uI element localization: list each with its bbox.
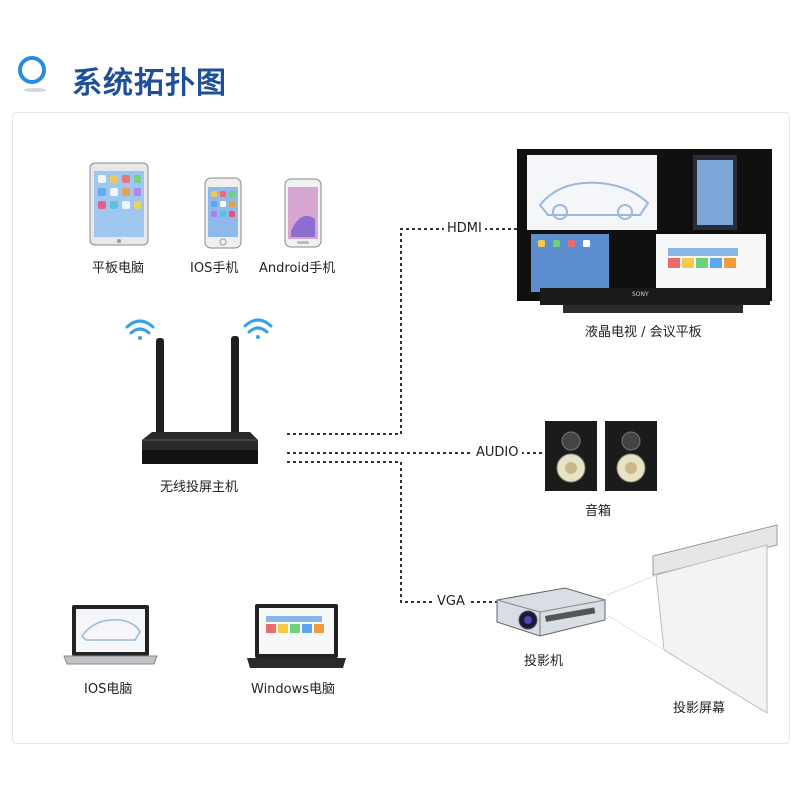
speakers-icon [545, 421, 657, 491]
wifi-right-icon [243, 318, 273, 339]
wifi-left-icon [125, 319, 155, 340]
projector-icon [496, 587, 606, 637]
tablet-icon [89, 162, 149, 246]
tv-label: 液晶电视 / 会议平板 [585, 325, 702, 340]
projection-screen-icon [606, 524, 778, 714]
windows-laptop-label: Windows电脑 [251, 682, 336, 697]
page-title: 系统拓扑图 [72, 66, 227, 101]
screen-label: 投影屏幕 [673, 701, 726, 716]
host-router-icon [125, 318, 273, 464]
ios-phone-icon [204, 177, 242, 249]
tv-brand: SONY [632, 291, 649, 298]
title-icon-shadow [24, 88, 46, 92]
host-label: 无线投屏主机 [160, 480, 239, 495]
tablet-label: 平板电脑 [92, 261, 145, 276]
ios-laptop-icon [63, 605, 158, 665]
projector-label: 投影机 [524, 654, 564, 669]
android-phone-label: Android手机 [259, 261, 336, 276]
windows-laptop-icon [247, 604, 346, 668]
ios-laptop-label: IOS电脑 [84, 682, 133, 697]
diagram-panel [12, 112, 790, 744]
ios-phone-label: IOS手机 [190, 261, 239, 276]
hdmi-line [287, 228, 517, 435]
tv-icon [517, 149, 772, 313]
connection-lines [287, 228, 545, 603]
android-phone-icon [284, 178, 322, 248]
hdmi-label: HDMI [444, 221, 485, 236]
title-circle-icon [18, 56, 46, 84]
speakers-label: 音箱 [585, 504, 612, 519]
vga-line [287, 461, 497, 603]
audio-label: AUDIO [473, 445, 522, 460]
vga-label: VGA [434, 594, 468, 609]
